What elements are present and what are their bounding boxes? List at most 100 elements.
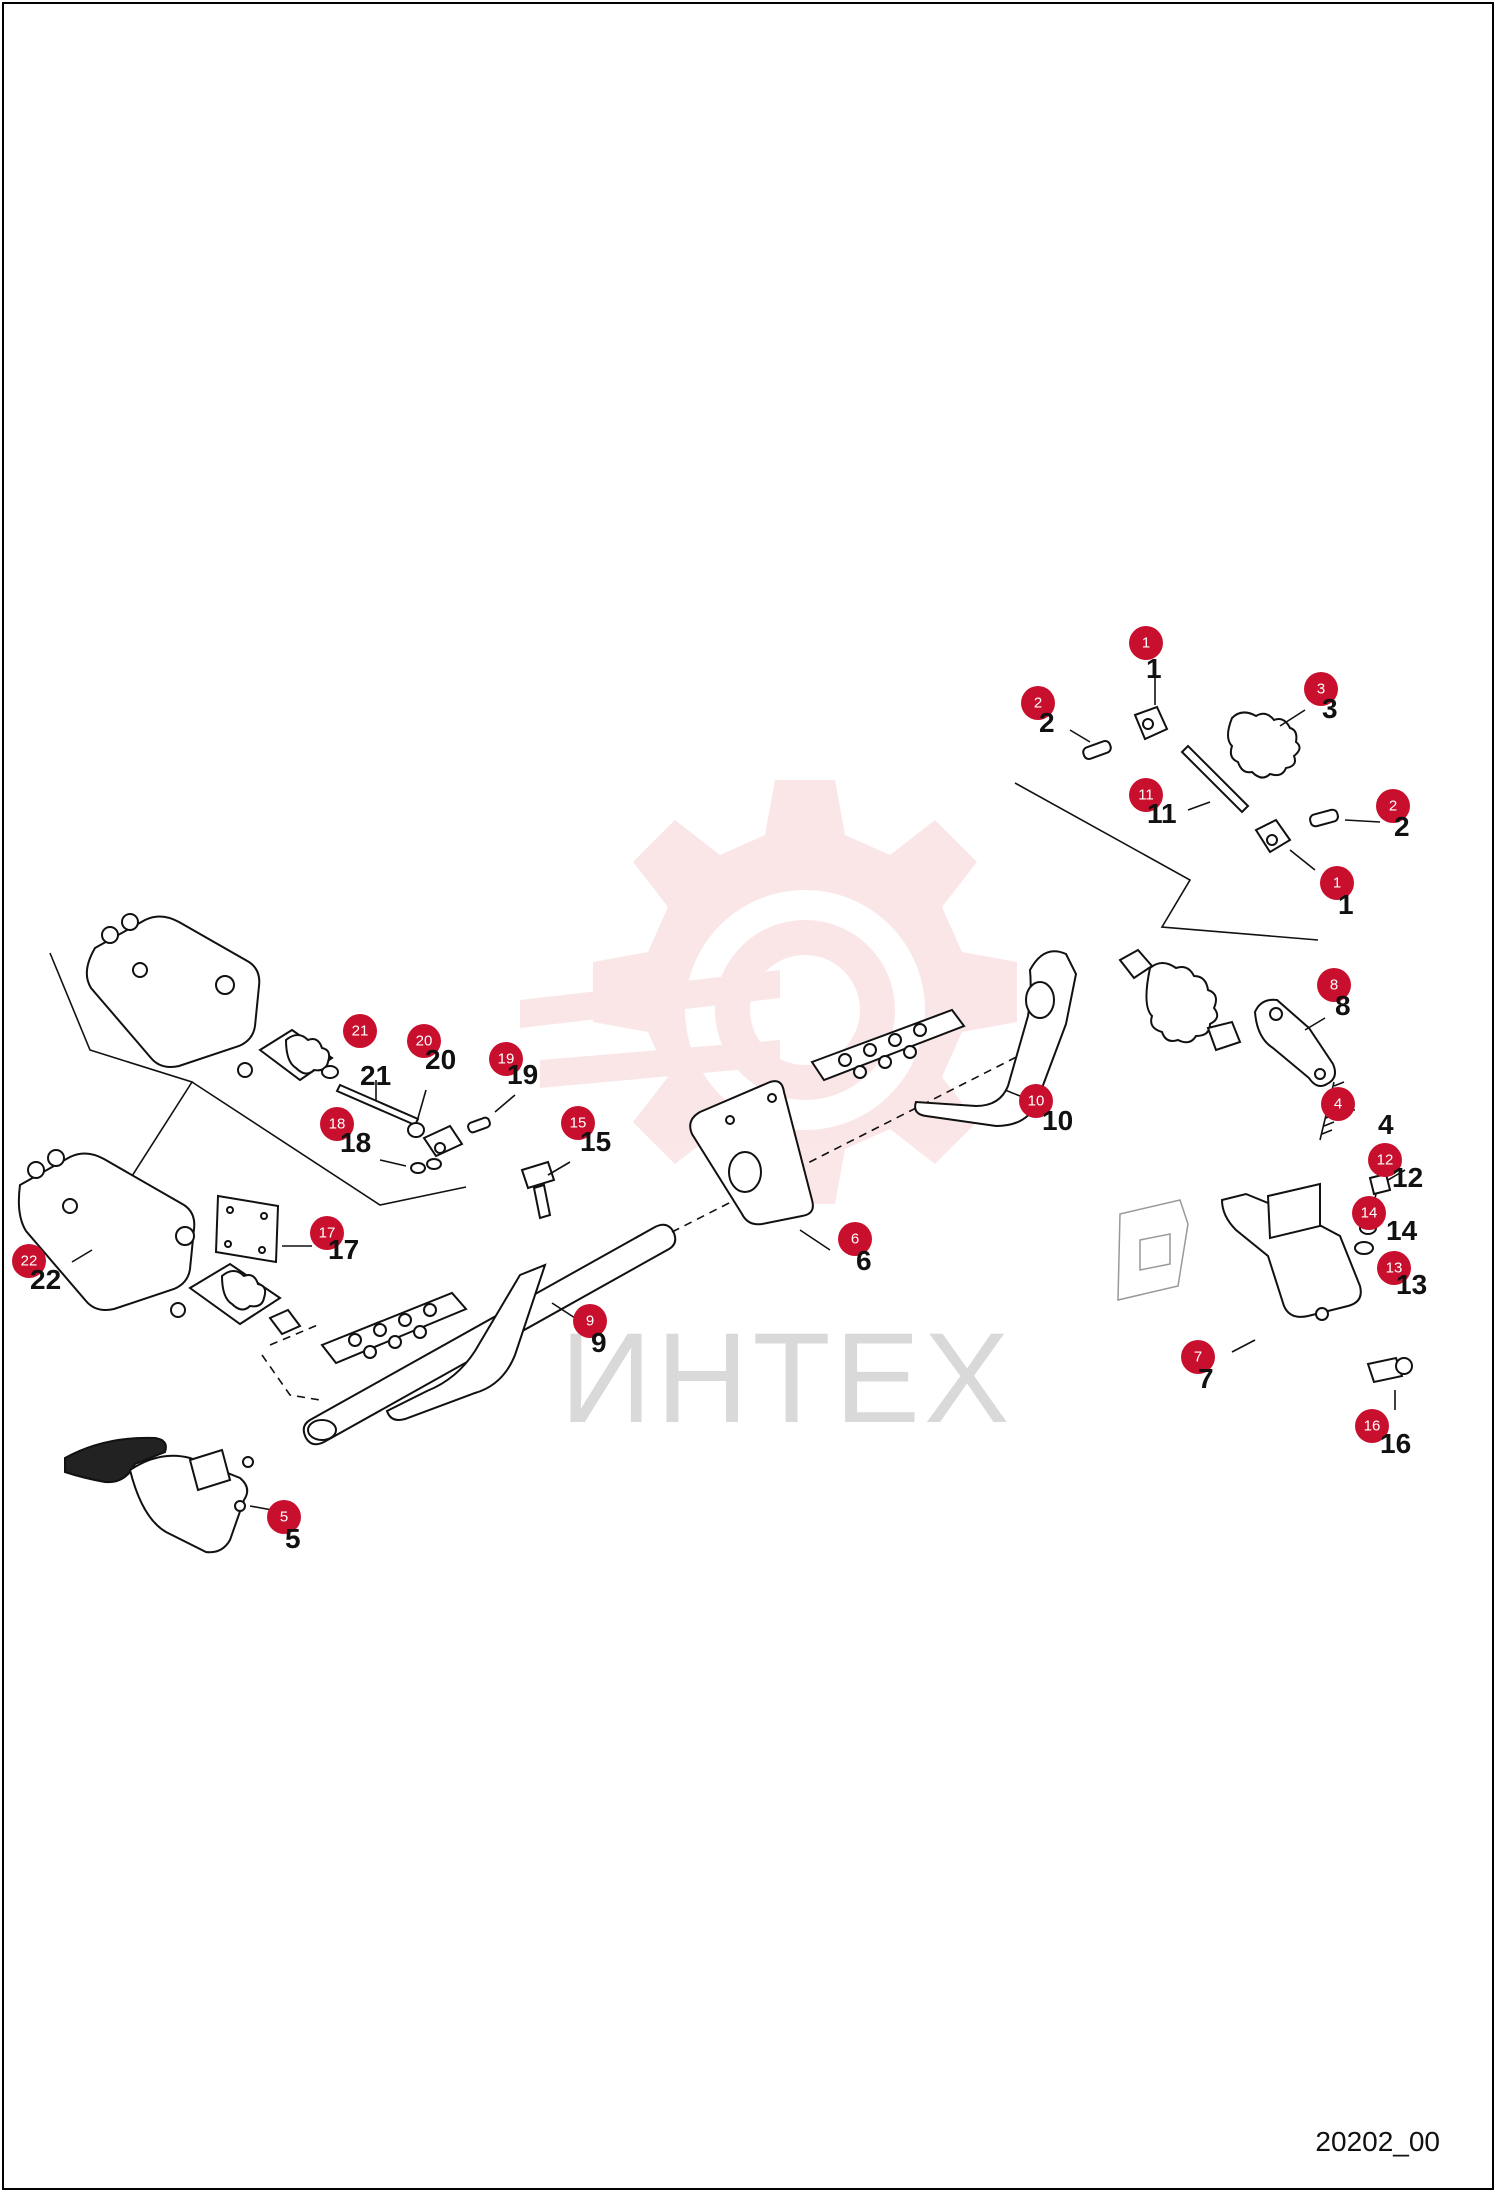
- callout-12[interactable]: 12: [1368, 1143, 1402, 1177]
- callout-11[interactable]: 11: [1129, 778, 1163, 812]
- left-pedal-arm: [320, 1263, 576, 1421]
- callouts: 1 1 2 2 3 4 5 6 7 8 9 10 11 12 13 14 15 …: [12, 626, 1411, 1534]
- svg-text:22: 22: [21, 1253, 38, 1270]
- svg-text:19: 19: [498, 1051, 515, 1068]
- callout-17[interactable]: 17: [310, 1216, 344, 1250]
- svg-text:1: 1: [1333, 875, 1341, 892]
- label-19: 19: [507, 1059, 538, 1090]
- label-18: 18: [340, 1127, 371, 1158]
- watermark-text: ИНТЕХ: [560, 1307, 1014, 1450]
- mounting-plate-17: [214, 1194, 312, 1264]
- callout-2b[interactable]: 2: [1376, 789, 1410, 823]
- label-12: 12: [1392, 1162, 1423, 1193]
- label-4: 4: [1378, 1109, 1394, 1140]
- svg-text:3: 3: [1317, 681, 1325, 698]
- callout-5[interactable]: 5: [267, 1500, 301, 1534]
- label-22: 22: [30, 1264, 61, 1295]
- label-11: 11: [1147, 798, 1177, 829]
- callout-20[interactable]: 20: [407, 1024, 441, 1058]
- svg-text:14: 14: [1361, 1205, 1378, 1222]
- switch-15: [520, 1160, 571, 1220]
- callout-1a[interactable]: 1: [1129, 626, 1163, 660]
- clevis-pin-left: [1069, 729, 1112, 761]
- callout-18[interactable]: 18: [320, 1107, 354, 1141]
- rubber-boot: [1227, 709, 1306, 779]
- callout-10[interactable]: 10: [1019, 1084, 1053, 1118]
- washers-18: [379, 1158, 442, 1174]
- clevis-top: [1133, 676, 1169, 741]
- svg-text:2: 2: [1034, 695, 1042, 712]
- clevis-kit: [1069, 676, 1381, 871]
- drawing-code: 20202_00: [1315, 2126, 1440, 2157]
- label-16: 16: [1380, 1428, 1411, 1459]
- support-bracket: [1117, 1182, 1362, 1353]
- svg-text:1: 1: [1142, 635, 1150, 652]
- callout-3[interactable]: 3: [1304, 672, 1338, 706]
- label-2b: 2: [1394, 811, 1410, 842]
- label-10: 10: [1042, 1105, 1073, 1136]
- svg-text:4: 4: [1334, 1096, 1342, 1113]
- label-15: 15: [580, 1126, 611, 1157]
- push-rod: [1180, 744, 1250, 814]
- callout-2a[interactable]: 2: [1021, 686, 1055, 720]
- brake-switch-16: [1366, 1356, 1413, 1410]
- svg-text:7: 7: [1194, 1349, 1202, 1366]
- nut-20: [407, 1089, 427, 1138]
- pin-19: [467, 1094, 516, 1134]
- pedal-pad-left: [348, 1303, 437, 1359]
- label-17: 17: [328, 1234, 359, 1265]
- label-7: 7: [1198, 1363, 1214, 1394]
- svg-text:6: 6: [851, 1231, 859, 1248]
- callout-13[interactable]: 13: [1377, 1251, 1411, 1285]
- svg-text:18: 18: [329, 1116, 346, 1133]
- watermark-gear-icon: [520, 780, 1017, 1204]
- label-3: 3: [1322, 693, 1338, 724]
- svg-text:20: 20: [416, 1033, 433, 1050]
- callout-9[interactable]: 9: [573, 1304, 607, 1338]
- svg-text:10: 10: [1028, 1093, 1045, 1110]
- label-13: 13: [1396, 1269, 1427, 1300]
- label-2a: 2: [1039, 707, 1055, 738]
- svg-text:8: 8: [1330, 977, 1338, 994]
- label-9: 9: [591, 1327, 607, 1358]
- svg-text:17: 17: [319, 1225, 336, 1242]
- callout-1b[interactable]: 1: [1320, 866, 1354, 900]
- label-5: 5: [285, 1523, 301, 1554]
- label-1b: 1: [1338, 889, 1354, 920]
- label-14: 14: [1386, 1215, 1418, 1246]
- clevis-pin-right: [1309, 808, 1381, 828]
- callout-7[interactable]: 7: [1181, 1340, 1215, 1374]
- svg-text:2: 2: [1389, 798, 1397, 815]
- clevis-19-20: [422, 1124, 464, 1158]
- label-21: 21: [360, 1060, 391, 1091]
- svg-text:15: 15: [570, 1115, 587, 1132]
- svg-text:11: 11: [1138, 787, 1154, 804]
- callout-22[interactable]: 22: [12, 1244, 46, 1278]
- svg-text:13: 13: [1386, 1260, 1403, 1277]
- callout-21[interactable]: 21: [343, 1014, 377, 1048]
- label-8: 8: [1335, 990, 1351, 1021]
- pedal-pad-right: [838, 1023, 927, 1079]
- washer-13: [1354, 1241, 1374, 1255]
- svg-text:5: 5: [280, 1509, 288, 1526]
- label-20: 20: [425, 1044, 456, 1075]
- master-cylinder-lower: [17, 1149, 321, 1401]
- callout-14[interactable]: 14: [1352, 1196, 1386, 1230]
- callout-19[interactable]: 19: [489, 1042, 523, 1076]
- callout-16[interactable]: 16: [1355, 1409, 1389, 1443]
- clevis-bottom: [1254, 818, 1316, 871]
- callout-15[interactable]: 15: [561, 1106, 595, 1140]
- master-cylinder-upper: [85, 913, 339, 1082]
- callout-6[interactable]: 6: [838, 1222, 872, 1256]
- callout-8[interactable]: 8: [1317, 968, 1351, 1002]
- label-6: 6: [856, 1245, 872, 1276]
- svg-text:21: 21: [352, 1023, 369, 1040]
- throttle-pedal: [64, 1436, 273, 1554]
- pedal-arm-bracket: [1253, 998, 1336, 1087]
- right-pedal-arm: [810, 950, 1078, 1128]
- svg-text:16: 16: [1364, 1418, 1381, 1435]
- callout-4[interactable]: 4: [1321, 1087, 1355, 1121]
- boot-assembly-right: [1118, 948, 1242, 1052]
